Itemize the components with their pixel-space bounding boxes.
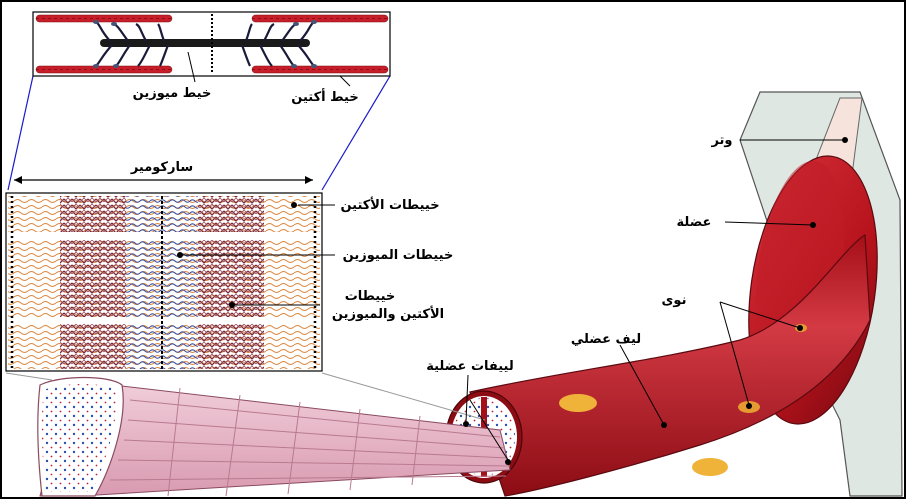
label-muscle-fiber: ليف عضلي [571,332,641,347]
label-myosin-filaments: خييطات الميوزين [343,248,454,263]
a-band-right [198,196,264,369]
myofibril-striations [109,387,511,497]
label-actin-myosin-line2: الأكتين والميوزين [332,305,444,322]
label-muscle: عضلة [677,215,712,230]
label-nuclei: نوى [662,293,687,308]
sarcomere-block [5,192,323,372]
label-actin-filaments: خييطات الأكتين [340,196,439,213]
filament-detail-box [32,11,391,77]
sarcomere-arrow [14,176,313,184]
muscle-fiber [469,233,871,497]
label-tendon: وتر [710,133,732,148]
label-myofibrils: لييفات عضلية [426,359,514,374]
label-actin-filament: خيط أكتين [291,88,358,105]
actin-filament-strands [35,14,389,74]
leader-lines [180,51,845,461]
zoom-lines [5,75,486,421]
label-actin-myosin-line1: خييطات [345,289,396,304]
label-sarcomere: ساركومير [130,160,193,175]
label-myosin-filament: خيط ميوزين [133,86,212,101]
myofibril [37,376,511,497]
nucleus-2 [692,458,728,476]
nucleus-1 [559,394,597,412]
myosin-filament [93,14,317,74]
a-band-left [60,196,126,369]
leader-dots [177,137,848,465]
